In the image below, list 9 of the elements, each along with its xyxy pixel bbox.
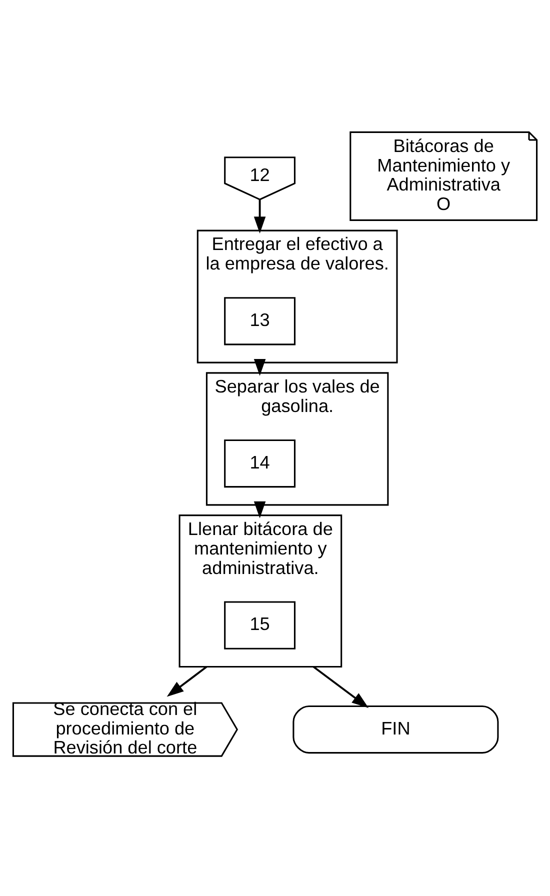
arrow: [254, 359, 266, 376]
arrow: [166, 666, 208, 697]
arrow: [312, 666, 369, 708]
node-box: 15: [224, 601, 296, 650]
node-box: FIN: [292, 705, 499, 754]
node-box: 13: [224, 297, 296, 346]
node-box: 14: [224, 439, 296, 488]
arrow: [254, 200, 266, 234]
arrow: [254, 501, 266, 518]
